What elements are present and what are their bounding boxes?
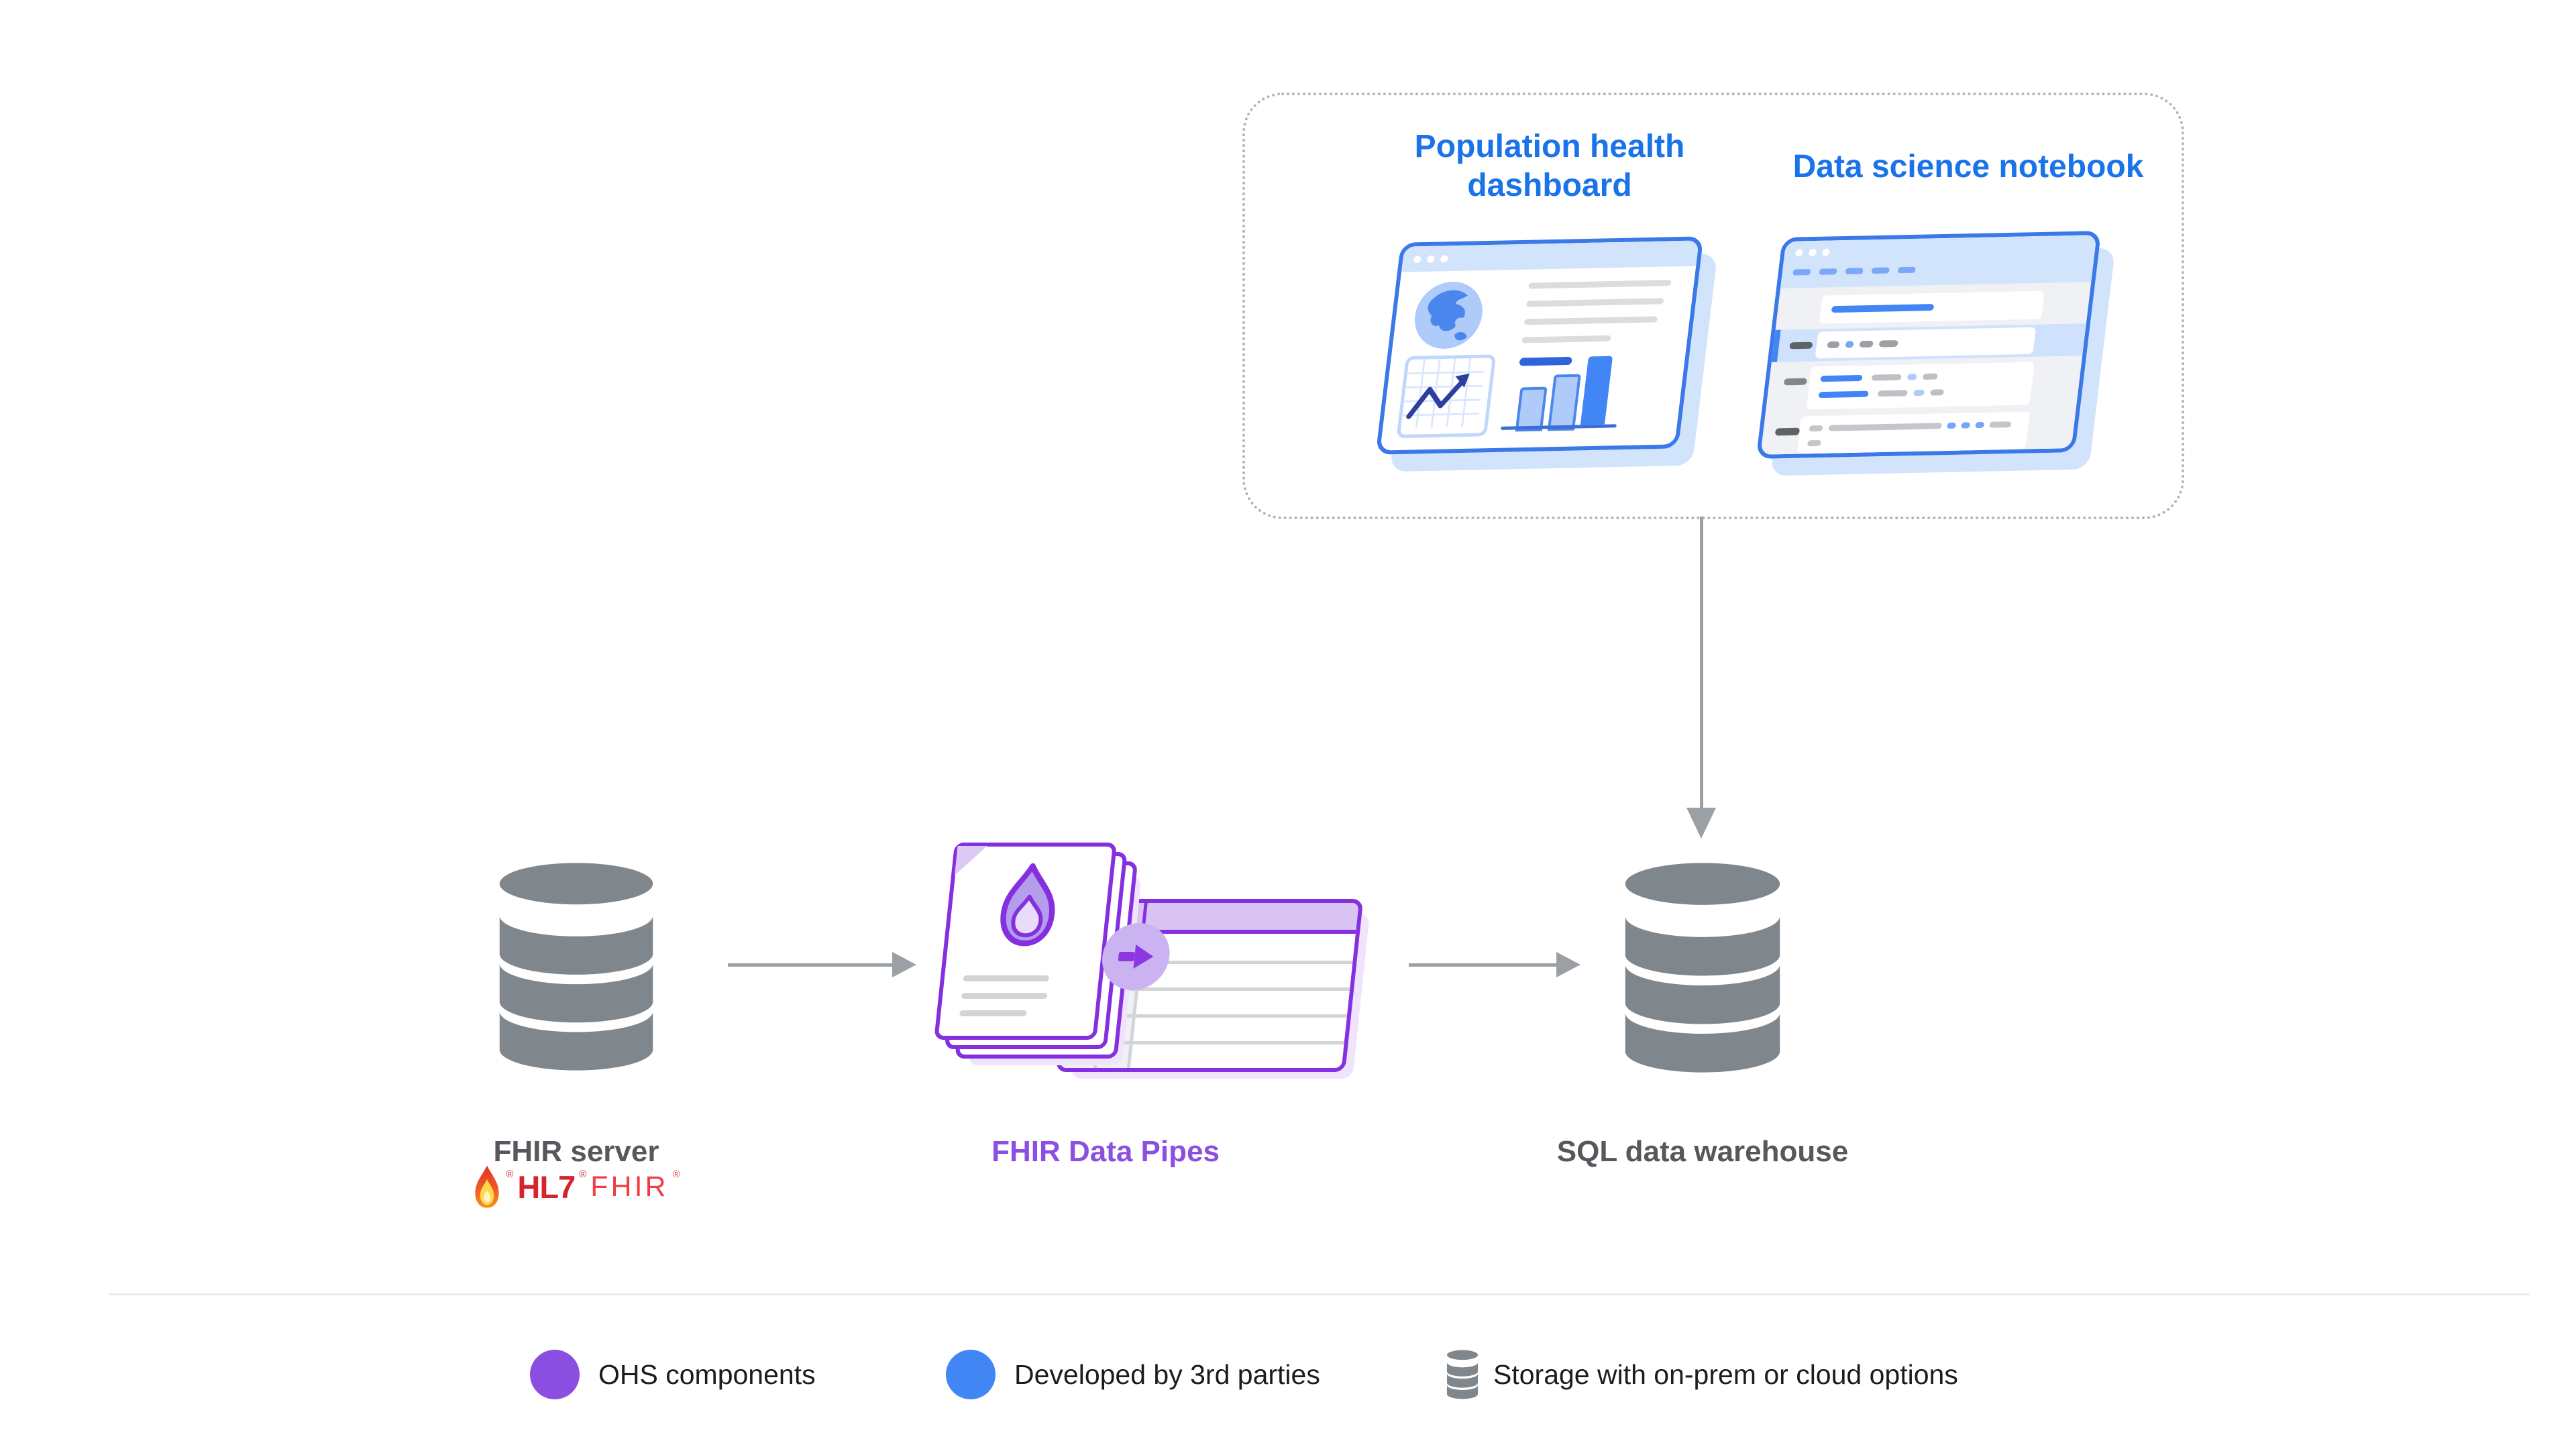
- notebook-cell: [1806, 362, 2035, 410]
- token-dash: [1877, 390, 1908, 397]
- cell-index-dash: [1789, 341, 1813, 350]
- cell-index-dash: [1783, 378, 1808, 386]
- window-dot-icon: [1794, 249, 1804, 257]
- divider: [109, 1293, 2529, 1295]
- document-page: [934, 843, 1118, 1040]
- token-dash: [1961, 422, 1971, 429]
- text-line: [1525, 298, 1664, 307]
- blue-dot-icon: [946, 1350, 996, 1399]
- cell-index-dash: [1774, 427, 1801, 436]
- token-dash: [1989, 421, 2012, 428]
- window-titlebar: [1401, 240, 1699, 272]
- selected-row: [1771, 323, 2086, 362]
- token-dash: [1859, 340, 1874, 348]
- fhir-server-label: FHIR server: [493, 1135, 659, 1168]
- token-dash: [1845, 341, 1854, 348]
- third-party-apps-cluster: [1242, 93, 2184, 519]
- notebook-cell: [1815, 327, 2037, 359]
- hl7-flame-icon: [475, 1165, 499, 1208]
- fhir-wordmark: FHIR: [590, 1170, 669, 1203]
- text-line: [1523, 316, 1658, 325]
- notebook-body: [1760, 282, 2092, 455]
- menu-dash: [1871, 267, 1890, 274]
- legend-label: Storage with on-prem or cloud options: [1493, 1358, 1958, 1390]
- chart-legend-bar: [1519, 356, 1572, 366]
- text-line: [961, 993, 1048, 999]
- notebook-cell: [1796, 411, 2031, 454]
- arrow-shaft: [728, 963, 892, 967]
- arrow-shaft: [1409, 963, 1556, 967]
- token-dash: [1922, 373, 1938, 380]
- token-dash: [1828, 423, 1943, 431]
- token-dash: [1929, 389, 1945, 396]
- hl7-fhir-logo: ® HL7 ® FHIR ®: [409, 1165, 744, 1209]
- code-line: [1831, 303, 1935, 313]
- bar: [1580, 356, 1613, 425]
- menu-dash: [1819, 268, 1837, 275]
- window-dot-icon: [1808, 248, 1817, 257]
- dashboard-window-illustration: [1375, 236, 1718, 472]
- globe-icon: [1414, 282, 1483, 349]
- hl7-wordmark: HL7: [517, 1169, 576, 1205]
- registered-mark: ®: [506, 1169, 514, 1180]
- token-dash: [1878, 339, 1898, 347]
- token-dash: [1913, 389, 1925, 396]
- text-line: [959, 1010, 1027, 1016]
- storage-database-icon: [1446, 1350, 1479, 1399]
- text-line: [1528, 280, 1672, 289]
- browser-window: [1375, 236, 1704, 455]
- line-chart-icon: [1402, 358, 1485, 428]
- fhir-data-pipes-label: FHIR Data Pipes: [991, 1135, 1220, 1168]
- legend-item-ohs: OHS components: [530, 1349, 816, 1400]
- arrow-head: [892, 952, 916, 977]
- legend-item-storage: Storage with on-prem or cloud options: [1446, 1349, 1958, 1400]
- notebook-window-illustration: [1756, 231, 2116, 476]
- token-dash: [1947, 422, 1957, 429]
- notebook-title: Data science notebook: [1792, 149, 2144, 184]
- fhir-server-database-icon: [499, 863, 653, 1071]
- token-dash: [1809, 425, 1823, 432]
- menu-dash: [1792, 268, 1811, 276]
- arrow-shaft: [1118, 952, 1135, 961]
- token-dash: [1818, 390, 1869, 398]
- token-dash: [1871, 374, 1902, 381]
- arrow-shaft: [1700, 517, 1703, 810]
- registered-mark: ®: [672, 1169, 680, 1180]
- window-dot-icon: [1426, 255, 1436, 263]
- legend-label: Developed by 3rd parties: [1014, 1358, 1320, 1390]
- token-dash: [1907, 374, 1917, 380]
- purple-dot-icon: [530, 1350, 580, 1399]
- arrow-head: [1686, 808, 1716, 839]
- line-chart-card: [1396, 354, 1497, 439]
- arrow-head: [1133, 945, 1155, 969]
- token-dash: [1807, 439, 1821, 447]
- legend-item-3rd-party: Developed by 3rd parties: [946, 1349, 1320, 1400]
- browser-window: [1756, 231, 2102, 459]
- fhir-flame-icon: [1000, 863, 1055, 947]
- registered-mark: ®: [579, 1169, 587, 1180]
- sql-warehouse-database-icon: [1625, 863, 1780, 1073]
- legend-label: OHS components: [598, 1358, 816, 1390]
- fhir-data-pipes-illustration: [930, 843, 1371, 1079]
- text-line: [963, 975, 1050, 981]
- window-dot-icon: [1821, 248, 1831, 256]
- sql-warehouse-label: SQL data warehouse: [1556, 1135, 1849, 1168]
- arrow-head: [1556, 952, 1580, 977]
- menu-dash: [1845, 268, 1864, 274]
- menu-dash: [1897, 266, 1916, 274]
- text-line: [1521, 335, 1611, 343]
- page-fold: [954, 846, 987, 875]
- cell-accent-bar: [1771, 329, 1781, 362]
- token-dash: [1827, 341, 1840, 349]
- window-dot-icon: [1413, 255, 1422, 263]
- dashboard-title: Population health dashboard: [1414, 129, 1685, 203]
- token-dash: [1820, 374, 1863, 382]
- token-dash: [1975, 421, 1985, 429]
- bar: [1547, 374, 1581, 431]
- window-dot-icon: [1440, 254, 1449, 262]
- notebook-cell: [1819, 290, 2045, 324]
- bar: [1515, 386, 1548, 432]
